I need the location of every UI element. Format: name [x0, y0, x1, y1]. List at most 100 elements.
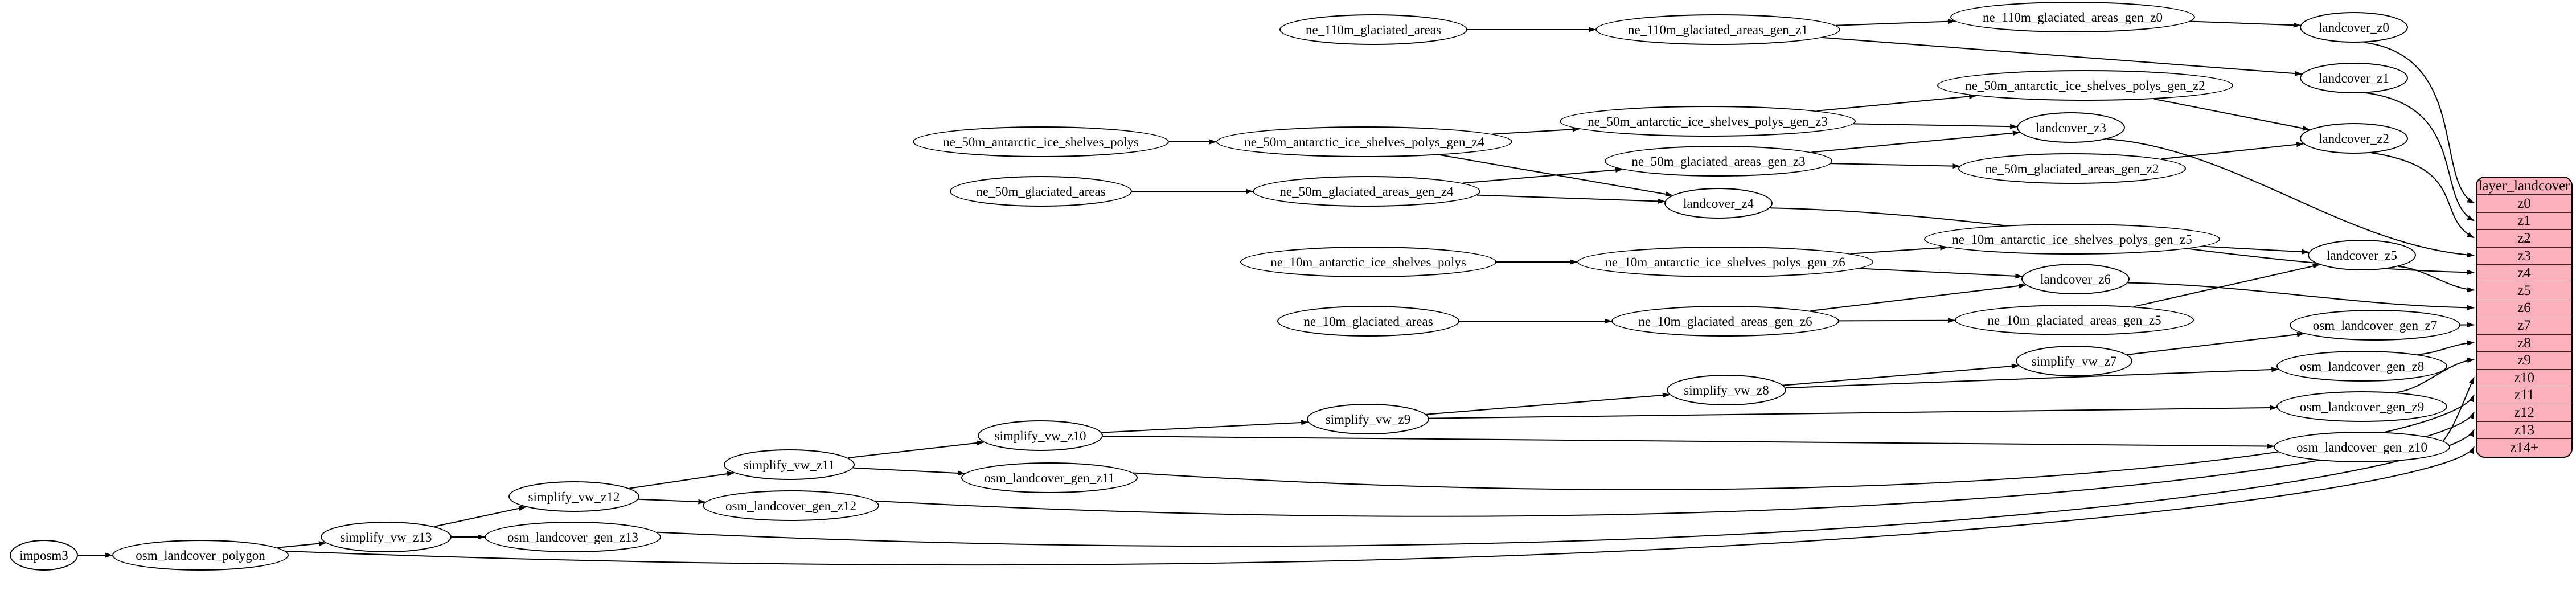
table-row-z13: z13: [2477, 422, 2571, 440]
node-label: ne_50m_glaciated_areas_gen_z2: [1985, 161, 2159, 176]
edge: [2154, 98, 2310, 131]
node-osm-landcover-polygon: osm_landcover_polygon: [112, 540, 289, 571]
node-osm-landcover-gen-z13: osm_landcover_gen_z13: [485, 522, 661, 552]
table-row-z9: z9: [2477, 352, 2571, 370]
edge: [1835, 19, 1956, 26]
layer-landcover-table: layer_landcover z0 z1 z2 z3 z4 z5 z6 z7 …: [2476, 177, 2573, 458]
table-row-z12: z12: [2477, 404, 2571, 422]
node-landcover-z1: landcover_z1: [2300, 63, 2408, 93]
edge: [629, 471, 735, 489]
edge: [657, 429, 2475, 547]
node-ne-50m-antarctic-ice-shelves-polys-gen-z4: ne_50m_antarctic_ice_shelves_polys_gen_z…: [1216, 126, 1512, 157]
node-label: osm_landcover_polygon: [136, 548, 265, 563]
node-label: landcover_z3: [2036, 120, 2106, 135]
node-ne-50m-glaciated-areas-gen-z2: ne_50m_glaciated_areas_gen_z2: [1958, 153, 2186, 184]
node-ne-50m-glaciated-areas-gen-z3: ne_50m_glaciated_areas_gen_z3: [1605, 146, 1832, 177]
node-simplify-vw-z11: simplify_vw_z11: [724, 449, 855, 480]
node-ne-50m-glaciated-areas-gen-z4: ne_50m_glaciated_areas_gen_z4: [1253, 176, 1480, 207]
node-simplify-vw-z10: simplify_vw_z10: [978, 420, 1103, 451]
table-row-z11: z11: [2477, 387, 2571, 405]
node-ne-10m-glaciated-areas-gen-z5: ne_10m_glaciated_areas_gen_z5: [1955, 305, 2194, 335]
node-label: ne_50m_antarctic_ice_shelves_polys: [943, 134, 1139, 149]
edge: [2133, 264, 2320, 307]
node-label: ne_50m_antarctic_ice_shelves_polys_gen_z…: [1965, 78, 2205, 93]
node-label: landcover_z2: [2319, 131, 2389, 146]
node-label: ne_10m_glaciated_areas_gen_z6: [1638, 314, 1812, 329]
node-label: simplify_vw_z7: [2031, 354, 2117, 368]
node-ne-50m-antarctic-ice-shelves-polys-gen-z2: ne_50m_antarctic_ice_shelves_polys_gen_z…: [1937, 70, 2233, 101]
edge: [1492, 126, 1580, 135]
edge: [1462, 167, 1623, 184]
edge: [1101, 420, 1309, 433]
edge: [2371, 152, 2475, 239]
node-label: osm_landcover_gen_z9: [2299, 399, 2425, 414]
edge: [2398, 265, 2475, 293]
node-ne-10m-antarctic-ice-shelves-polys-gen-z5: ne_10m_antarctic_ice_shelves_polys_gen_z…: [1924, 224, 2220, 255]
node-simplify-vw-z8: simplify_vw_z8: [1667, 375, 1786, 405]
edge: [1859, 268, 2023, 279]
node-label: ne_110m_glaciated_areas_gen_z1: [1628, 22, 1808, 37]
node-simplify-vw-z9: simplify_vw_z9: [1307, 404, 1429, 434]
edge: [2190, 20, 2301, 28]
edge: [1102, 435, 2275, 449]
node-label: landcover_z5: [2327, 248, 2397, 263]
node-label: ne_50m_glaciated_areas: [976, 184, 1106, 199]
node-label: simplify_vw_z8: [1684, 383, 1769, 397]
node-ne-50m-glaciated-areas: ne_50m_glaciated_areas: [950, 176, 1132, 207]
node-label: ne_10m_antarctic_ice_shelves_polys_gen_z…: [1605, 255, 1845, 269]
edge: [1429, 405, 2278, 419]
node-label: simplify_vw_z11: [743, 457, 835, 472]
node-ne-10m-glaciated-areas-gen-z6: ne_10m_glaciated_areas_gen_z6: [1611, 306, 1839, 337]
node-osm-landcover-gen-z9: osm_landcover_gen_z9: [2276, 391, 2447, 422]
table-row-z8: z8: [2477, 335, 2571, 352]
edge: [2127, 331, 2304, 355]
node-ne-110m-glaciated-areas: ne_110m_glaciated_areas: [1279, 14, 1467, 45]
node-ne-50m-antarctic-ice-shelves-polys-gen-z3: ne_50m_antarctic_ice_shelves_polys_gen_z…: [1560, 106, 1856, 137]
node-ne-10m-antarctic-ice-shelves-polys-gen-z6: ne_10m_antarctic_ice_shelves_polys_gen_z…: [1577, 247, 1873, 277]
node-label: osm_landcover_gen_z8: [2299, 359, 2425, 374]
node-osm-landcover-gen-z12: osm_landcover_gen_z12: [703, 490, 879, 521]
node-label: simplify_vw_z13: [340, 530, 432, 544]
node-label: simplify_vw_z9: [1325, 412, 1411, 427]
edge: [2161, 142, 2304, 160]
node-label: ne_10m_antarctic_ice_shelves_polys_gen_z…: [1952, 232, 2192, 247]
node-label: osm_landcover_gen_z10: [2296, 440, 2427, 454]
node-landcover-z6: landcover_z6: [2021, 264, 2130, 294]
edge: [2366, 92, 2475, 222]
node-label: ne_10m_antarctic_ice_shelves_polys: [1270, 255, 1466, 269]
node-landcover-z4: landcover_z4: [1664, 188, 1773, 219]
table-row-z1: z1: [2477, 213, 2571, 231]
node-label: landcover_z0: [2319, 20, 2389, 35]
node-simplify-vw-z7: simplify_vw_z7: [2016, 346, 2132, 376]
table-row-z7: z7: [2477, 317, 2571, 335]
node-landcover-z5: landcover_z5: [2308, 240, 2416, 270]
edge: [1810, 283, 2027, 312]
node-landcover-z2: landcover_z2: [2300, 123, 2408, 154]
node-label: osm_landcover_gen_z12: [725, 498, 856, 513]
node-ne-10m-glaciated-areas: ne_10m_glaciated_areas: [1277, 306, 1459, 337]
node-landcover-z3: landcover_z3: [2017, 112, 2125, 143]
edge: [1785, 367, 2279, 389]
table-row-z4: z4: [2477, 265, 2571, 282]
node-label: ne_50m_glaciated_areas_gen_z4: [1279, 184, 1454, 199]
node-label: osm_landcover_gen_z7: [2312, 318, 2438, 333]
edge: [2202, 245, 2310, 255]
edge: [1426, 392, 1670, 415]
node-osm-landcover-gen-z11: osm_landcover_gen_z11: [961, 462, 1138, 493]
node-label: simplify_vw_z12: [528, 489, 620, 504]
node-ne-50m-antarctic-ice-shelves-polys: ne_50m_antarctic_ice_shelves_polys: [913, 126, 1169, 157]
table-row-z6: z6: [2477, 300, 2571, 318]
node-label: ne_50m_antarctic_ice_shelves_polys_gen_z…: [1588, 114, 1828, 129]
node-osm-landcover-gen-z8: osm_landcover_gen_z8: [2276, 351, 2447, 382]
node-label: osm_landcover_gen_z11: [984, 470, 1115, 485]
edge: [1476, 194, 1666, 204]
node-label: ne_110m_glaciated_areas_gen_z0: [1983, 10, 2163, 24]
node-imposm3: imposm3: [10, 540, 78, 571]
edge: [1850, 245, 1948, 255]
table-row-z14plus: z14+: [2509, 440, 2539, 456]
table-row-z5: z5: [2477, 282, 2571, 300]
edge: [434, 506, 527, 527]
node-osm-landcover-gen-z10: osm_landcover_gen_z10: [2274, 432, 2450, 462]
node-label: ne_110m_glaciated_areas: [1306, 22, 1441, 37]
